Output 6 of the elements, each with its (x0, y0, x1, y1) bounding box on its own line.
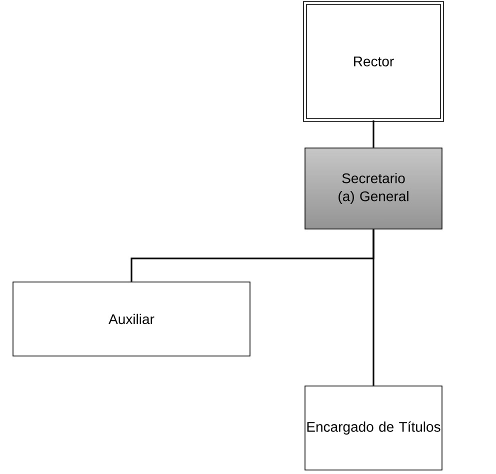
title-box: Rector (303, 1, 444, 122)
connector-line (372, 120, 374, 148)
process-box: Auxiliar (12, 282, 250, 356)
process-box: Encargado de Títulos (304, 386, 442, 470)
connector-line (372, 229, 374, 386)
process-box: Secretario (a) General (304, 148, 442, 230)
